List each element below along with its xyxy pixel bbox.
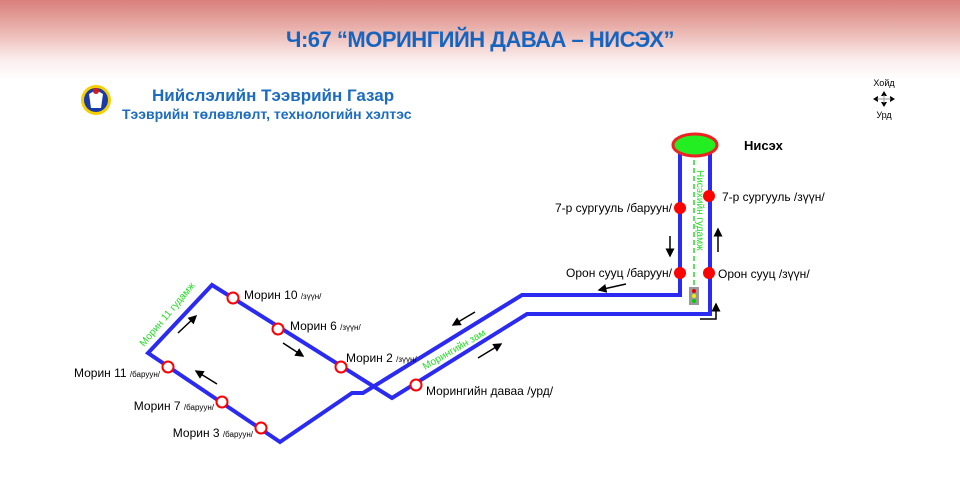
stop-labels: 7-р сургууль /баруун/ 7-р сургууль /зүүн… — [74, 190, 825, 440]
compass-north: Хойд — [873, 78, 895, 88]
compass-icon: Хойд Урд — [873, 78, 895, 120]
arrow-icon — [194, 370, 218, 385]
stop-label: Морин 2 /зүүн/ — [346, 351, 417, 365]
stop-label: Морингийн даваа /урд/ — [426, 384, 554, 398]
organization-name: Нийслэлийн Тээврийн Газар — [152, 86, 395, 105]
stop-label: Орон сууц /баруун/ — [566, 266, 673, 280]
street-label-morin11: Морин 11 гудамж — [138, 280, 198, 349]
route-line-outbound — [144, 150, 712, 445]
arrow-icon — [177, 314, 198, 334]
stop-marker[interactable] — [334, 360, 348, 374]
stop-marker[interactable] — [703, 190, 715, 202]
arrow-icon — [282, 342, 305, 357]
stop-marker[interactable] — [674, 267, 686, 279]
stop-marker[interactable] — [271, 322, 285, 336]
stop-label: Морин 6 /зүүн/ — [290, 319, 361, 333]
arrow-icon — [597, 283, 627, 293]
stop-marker[interactable] — [409, 378, 423, 392]
street-label-nisekh: Нисэхийн гудамж — [694, 170, 705, 251]
stop-marker[interactable] — [703, 267, 715, 279]
header-band — [0, 0, 960, 80]
arrow-icon — [451, 311, 476, 326]
terminal-label: Нисэх — [744, 138, 784, 153]
stop-label: Морин 3 /баруун/ — [173, 426, 254, 440]
arrow-icon — [700, 302, 721, 320]
stop-label: Морин 10 /зүүн/ — [244, 288, 322, 302]
stop-label: 7-р сургууль /баруун/ — [555, 201, 673, 215]
stop-label: Морин 11 /баруун/ — [74, 366, 161, 380]
page-title: Ч:67 “МОРИНГИЙН ДАВАА – НИСЭХ” — [286, 27, 674, 52]
compass-south: Урд — [876, 110, 892, 120]
arrow-icon — [477, 343, 503, 359]
stop-label: 7-р сургууль /зүүн/ — [722, 190, 825, 204]
stop-marker[interactable] — [215, 395, 229, 409]
traffic-light-icon — [689, 287, 699, 305]
department-name: Тээврийн төлөвлөлт, технологийн хэлтэс — [122, 106, 412, 122]
direction-arrows — [177, 227, 723, 385]
terminal-marker — [671, 132, 719, 158]
logo-icon — [81, 85, 111, 115]
stop-label: Орон сууц /зүүн/ — [718, 267, 810, 281]
stop-label: Морин 7 /баруун/ — [134, 399, 215, 413]
stop-marker[interactable] — [226, 291, 240, 305]
stop-marker[interactable] — [161, 360, 175, 374]
stop-marker[interactable] — [254, 421, 268, 435]
stop-markers — [161, 190, 715, 435]
stop-marker[interactable] — [674, 202, 686, 214]
